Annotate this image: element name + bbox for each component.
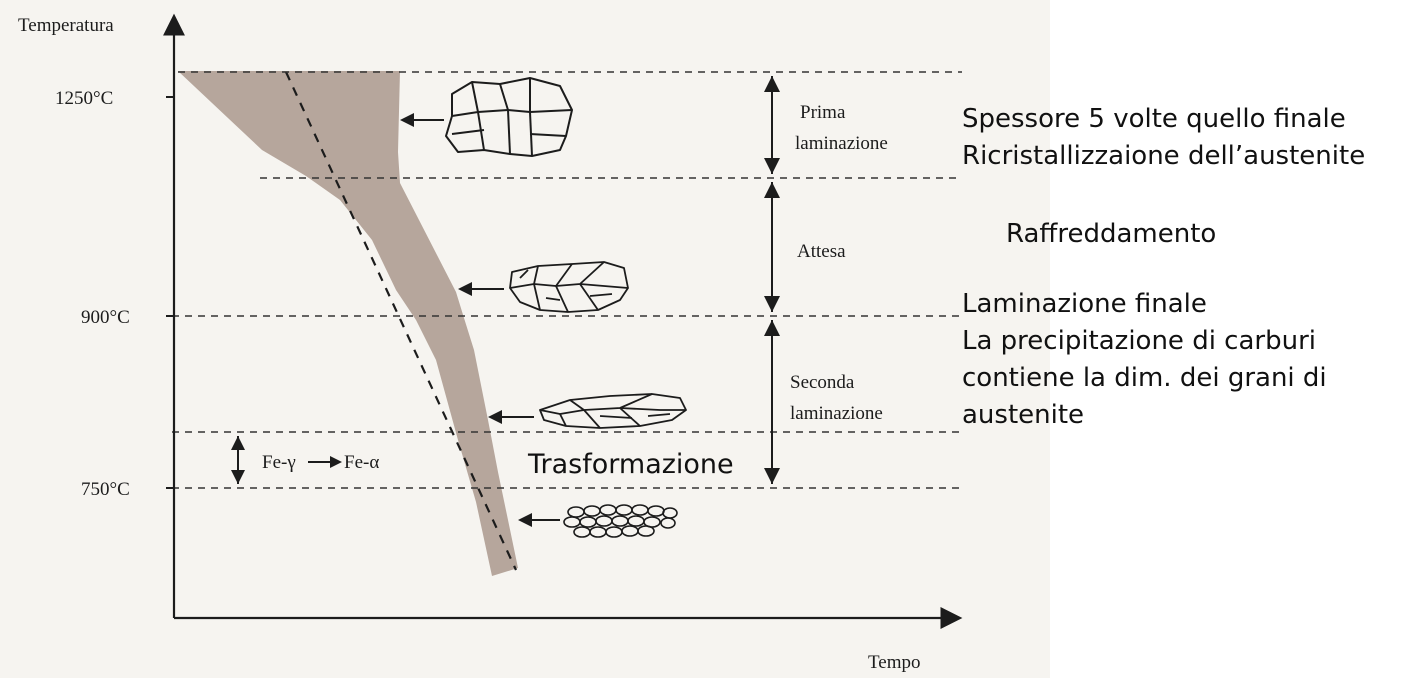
tick-label-1250: 1250°C	[55, 88, 113, 109]
note-prima-line-1: Spessore 5 volte quello finale	[962, 101, 1365, 138]
note-raffreddamento: Raffreddamento	[1006, 216, 1216, 253]
tick-label-750: 750°C	[81, 479, 130, 500]
stage-label-attesa: Attesa	[797, 241, 846, 262]
note-trasformazione: Trasformazione	[528, 446, 734, 483]
cooling-band	[178, 71, 518, 576]
y-axis-label: Temperatura	[18, 15, 114, 36]
grain-elongated-rolled	[540, 394, 686, 428]
note-prima-line-2: Ricristallizzaione dell’austenite	[962, 138, 1365, 175]
stage-label-seconda-line1: Seconda	[790, 372, 855, 393]
phase-label-alpha: Fe-α	[344, 452, 379, 473]
stage-label-prima-line2: laminazione	[795, 133, 888, 154]
grain-medium-recrystallized	[510, 262, 628, 312]
phase-label-gamma: Fe-γ	[262, 452, 296, 473]
tick-label-900: 900°C	[81, 307, 130, 328]
grain-fine-ferrite	[564, 505, 677, 537]
note-finale-line-3: contiene la dim. dei grani di	[962, 360, 1327, 397]
grain-coarse-austenite	[446, 78, 572, 156]
stage-label-prima-line1: Prima	[800, 102, 846, 123]
stage-label-seconda-line2: laminazione	[790, 403, 883, 424]
note-prima-laminazione: Spessore 5 volte quello finale Ricristal…	[962, 101, 1365, 175]
note-finale-line-4: austenite	[962, 397, 1327, 434]
note-laminazione-finale: Laminazione finale La precipitazione di …	[962, 286, 1327, 434]
note-finale-line-2: La precipitazione di carburi	[962, 323, 1327, 360]
x-axis-label: Tempo	[868, 652, 921, 673]
note-finale-line-1: Laminazione finale	[962, 286, 1327, 323]
